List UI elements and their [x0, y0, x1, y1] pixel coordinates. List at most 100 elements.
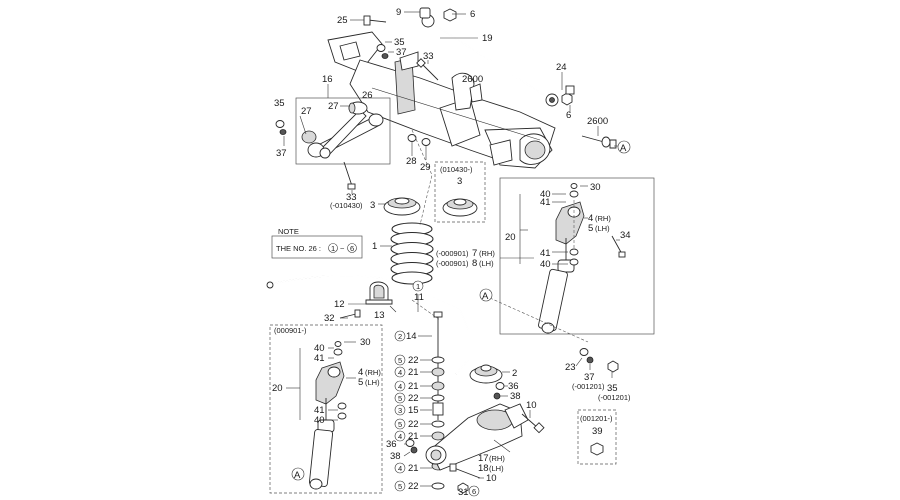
leader-lines [283, 11, 622, 487]
callout-22: 22 [408, 481, 419, 492]
circled-5: 5 [398, 420, 402, 429]
note-circle-1: 1 [331, 244, 335, 253]
ref-a: A [620, 143, 627, 154]
lower-spring-seat [469, 364, 503, 384]
ref-a: A [482, 291, 489, 302]
spring-seat-alt-box [434, 161, 486, 223]
callout-4-suffix: (RH) [595, 214, 611, 223]
shock-left-box [269, 324, 383, 494]
note-text: THE NO. 26 : [276, 244, 321, 253]
callout-2600: 2600 [587, 116, 608, 127]
note-box [271, 235, 363, 259]
nut-39 [590, 442, 604, 456]
stud-2600-right [581, 135, 617, 149]
bolt-33-lower [343, 161, 356, 190]
upper-control-arm [301, 101, 384, 159]
callout-6: 6 [470, 9, 475, 20]
callout-37-code: (-001201) [572, 382, 605, 391]
callout-8: 8 [472, 258, 477, 269]
callout-41: 41 [314, 353, 325, 364]
callout-4: 4 [588, 213, 593, 224]
bushings-23-37 [579, 348, 594, 364]
bolt-10-upper [521, 413, 545, 434]
callout-21: 21 [408, 367, 419, 378]
callout-19: 19 [482, 33, 493, 44]
callout-37: 37 [276, 148, 287, 159]
callout-35: 35 [607, 383, 618, 394]
bolt-25 [363, 15, 387, 26]
callout-11: 11 [414, 292, 424, 303]
callout-21: 21 [408, 431, 419, 442]
circled-4: 4 [398, 368, 402, 377]
callout-25: 25 [337, 15, 348, 26]
callout-32: 32 [324, 313, 335, 324]
bracket-2600 [469, 82, 483, 103]
callout-3-code: (010430-) [440, 165, 473, 174]
callout-21: 21 [408, 381, 419, 392]
upper-arm-box [295, 97, 391, 165]
part-39-box [577, 409, 617, 465]
coil-spring [390, 222, 434, 285]
circled-2: 2 [398, 332, 402, 341]
shock-right-box [499, 177, 655, 335]
link-bushing-stack [431, 356, 469, 494]
circled-5: 5 [398, 394, 402, 403]
callout-22: 22 [408, 393, 419, 404]
callout-3: 3 [370, 200, 375, 211]
callout-37: 37 [396, 47, 407, 58]
callout-24: 24 [556, 62, 567, 73]
bolt-33-upper [416, 58, 439, 81]
note-title: NOTE [278, 227, 299, 236]
callout-27: 27 [301, 106, 312, 117]
callout-33: 33 [346, 192, 357, 203]
circled-4: 4 [398, 432, 402, 441]
callout-7-code: (-000901) [436, 249, 469, 258]
callout-35: 35 [274, 98, 285, 109]
callout-18: 18 [478, 463, 489, 474]
circled-markers: 1 2 5 4 4 5 3 5 4 4 5 6 [394, 280, 480, 497]
callout-38: 38 [510, 391, 521, 402]
circled-3: 3 [398, 406, 402, 415]
callout-10: 10 [486, 473, 497, 484]
spring-seat-3-alt [442, 198, 478, 217]
callout-41: 41 [540, 197, 551, 208]
callout-30: 30 [590, 182, 601, 193]
bolt-32 [339, 309, 361, 319]
callout-35-code: (-001201) [598, 393, 631, 402]
callout-33-code: (-010430) [330, 201, 363, 210]
callout-17: 17 [478, 453, 489, 464]
rear-axle-housing [327, 31, 556, 169]
callout-1: 1 [372, 241, 377, 252]
callout-40: 40 [540, 259, 551, 270]
bolts-36-38-left [405, 439, 418, 454]
callout-16: 16 [322, 74, 333, 85]
callout-14: 14 [406, 331, 417, 342]
stabilizer-bushing-bracket [365, 281, 393, 305]
callout-36: 36 [508, 381, 519, 392]
callout-26: 26 [362, 90, 373, 101]
callout-27: 27 [328, 101, 339, 112]
callout-22: 22 [408, 355, 419, 366]
ref-line-3 [411, 299, 441, 321]
note-tilde: ~ [340, 244, 345, 253]
bushing-35-37-upper [376, 44, 389, 59]
note-content: NOTE THE NO. 26 : 1 ~ 6 [276, 227, 357, 253]
callout-12: 12 [334, 299, 345, 310]
callout-5-suffix: (LH) [365, 378, 380, 387]
callout-23: 23 [565, 362, 576, 373]
ref-line-1 [411, 129, 433, 226]
shock-absorber-right [538, 183, 585, 334]
bushing-35-37-left [275, 120, 287, 135]
callout-38: 38 [390, 451, 401, 462]
callout-4: 4 [358, 367, 363, 378]
callout-29: 29 [420, 162, 431, 173]
ref-a: A [294, 470, 301, 481]
callout-39: 39 [592, 426, 603, 437]
callout-labels: 9 6 25 19 35 37 33 2600 24 6 2600 16 35 … [272, 7, 631, 498]
nut-28-29 [407, 134, 431, 146]
callout-5: 5 [588, 223, 593, 234]
nut-35-lower [607, 360, 619, 373]
callout-40: 40 [540, 189, 551, 200]
callout-15: 15 [408, 405, 419, 416]
callout-22: 22 [408, 419, 419, 430]
